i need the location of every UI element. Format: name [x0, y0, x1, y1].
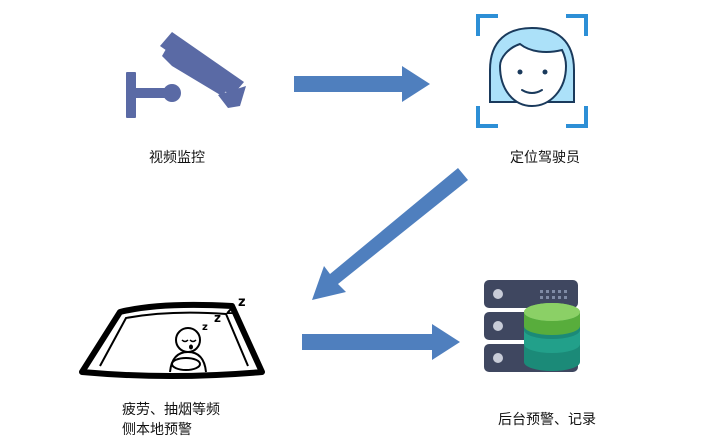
- local-alert-label: 疲劳、抽烟等频 侧本地预警: [122, 400, 220, 440]
- video-monitoring-label: 视频监控: [149, 150, 205, 166]
- local-alert-label-line2: 侧本地预警: [122, 422, 192, 438]
- local-alert-label-line1: 疲劳、抽烟等频: [122, 402, 220, 418]
- svg-text:z: z: [214, 311, 221, 325]
- locate-driver-label: 定位驾驶员: [510, 150, 580, 166]
- arrow-diagonal: [312, 168, 468, 300]
- sleeping-driver-icon: z z z z: [79, 295, 265, 379]
- svg-text:z: z: [238, 295, 246, 310]
- cctv-camera-icon: [126, 32, 246, 118]
- arrow-right-top: [294, 66, 430, 102]
- svg-text:z: z: [202, 322, 208, 333]
- arrow-right-bottom: [302, 324, 460, 360]
- face-recognition-icon: [476, 14, 588, 128]
- svg-text:z: z: [226, 302, 234, 318]
- server-database-icon: [484, 280, 580, 372]
- backend-alert-label: 后台预警、记录: [498, 412, 596, 428]
